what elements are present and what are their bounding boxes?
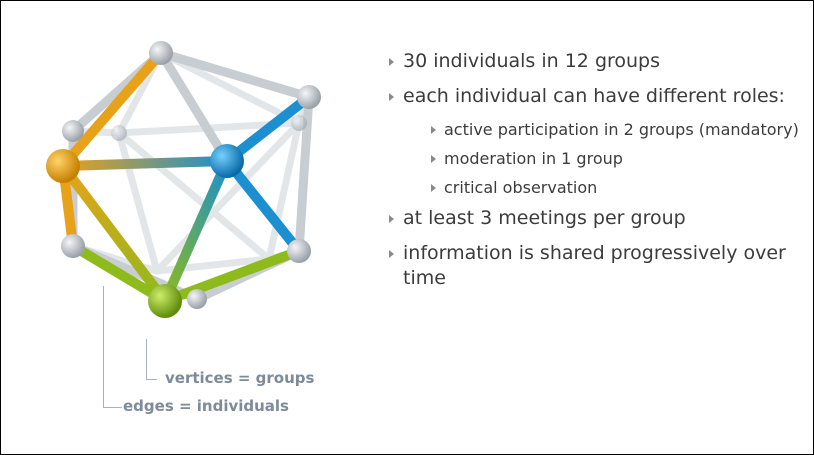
vertex-upper-left bbox=[62, 120, 84, 142]
bullet-text: at least 3 meetings per group bbox=[403, 207, 686, 229]
vertex-blue bbox=[210, 144, 244, 178]
vertex-lower-right bbox=[287, 239, 311, 263]
bullet-text: critical observation bbox=[444, 178, 598, 197]
sub-bullet-item: active participation in 2 groups (mandat… bbox=[427, 119, 805, 140]
vertex-back-left bbox=[111, 125, 127, 141]
vertices-label: vertices = groups bbox=[165, 369, 315, 387]
vertices bbox=[46, 41, 321, 318]
bullet-arrow-icon bbox=[389, 215, 394, 223]
bullet-text: active participation in 2 groups (mandat… bbox=[444, 120, 799, 139]
edges-label: edges = individuals bbox=[123, 397, 289, 415]
bullet-item: at least 3 meetings per group bbox=[385, 206, 805, 231]
bullet-arrow-icon bbox=[431, 155, 436, 163]
bullet-arrow-icon bbox=[431, 126, 436, 134]
sub-bullet-item: critical observation bbox=[427, 177, 805, 198]
bullet-item: information is shared progressively over… bbox=[385, 241, 805, 291]
bullet-text: each individual can have different roles… bbox=[403, 85, 785, 107]
bullet-text: information is shared progressively over… bbox=[403, 242, 786, 289]
icosahedron-graphic bbox=[46, 41, 321, 318]
vertex-back-right bbox=[291, 115, 307, 131]
vertex-orange bbox=[46, 149, 80, 183]
bullet-arrow-icon bbox=[389, 58, 394, 66]
bullet-item: each individual can have different roles… bbox=[385, 84, 805, 109]
icosahedron-figure bbox=[37, 31, 367, 331]
colored-edges bbox=[58, 48, 314, 306]
edges-leader-line bbox=[103, 286, 122, 408]
bullet-arrow-icon bbox=[389, 250, 394, 258]
vertices-leader-line bbox=[146, 339, 157, 380]
bullet-arrow-icon bbox=[389, 93, 394, 101]
bullet-text: 30 individuals in 12 groups bbox=[403, 50, 661, 72]
vertex-upper-right bbox=[297, 85, 321, 109]
vertex-bottom bbox=[187, 289, 207, 309]
vertex-green bbox=[148, 284, 182, 318]
vertex-lower-left bbox=[61, 234, 85, 258]
bullet-item: 30 individuals in 12 groups bbox=[385, 49, 805, 74]
bullet-arrow-icon bbox=[431, 184, 436, 192]
vertex-top bbox=[149, 41, 173, 65]
bullet-text: moderation in 1 group bbox=[444, 149, 623, 168]
sub-bullet-item: moderation in 1 group bbox=[427, 148, 805, 169]
bullet-list: 30 individuals in 12 groups each individ… bbox=[385, 49, 805, 301]
